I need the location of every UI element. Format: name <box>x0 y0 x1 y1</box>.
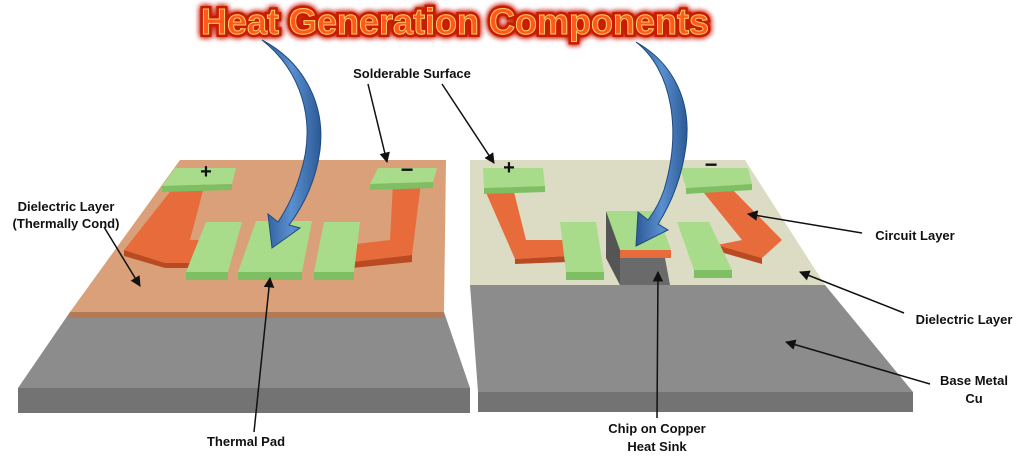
dielectric-layer-arrow <box>799 270 905 314</box>
label-chip-copper-line2: Heat Sink <box>627 439 687 454</box>
right-circuit-traces <box>484 188 782 264</box>
label-base-metal-line2: Cu <box>965 391 982 406</box>
callout-lines <box>103 83 931 433</box>
right-base-front <box>478 392 913 412</box>
right-plus-sign: + <box>503 157 515 179</box>
right-pads <box>483 168 752 280</box>
left-board: + − <box>18 157 470 413</box>
left-base-top <box>18 312 470 388</box>
label-dielectric-tc-line2: (Thermally Cond) <box>13 216 120 231</box>
circuit-layer-arrow <box>746 210 863 234</box>
right-board: + − <box>470 152 913 412</box>
heat-arrows <box>261 39 688 249</box>
left-minus-sign: − <box>401 157 414 182</box>
title-group: Heat Generation Components Heat Generati… <box>198 0 712 45</box>
left-pad-a <box>186 222 242 272</box>
left-circuit-traces <box>124 183 421 268</box>
right-base-top <box>470 285 913 392</box>
label-thermal-pad: Thermal Pad <box>207 434 285 449</box>
thermal-pad-arrow <box>253 276 275 433</box>
solderable-arrow-right <box>441 83 495 164</box>
left-pads <box>162 168 437 280</box>
labels: Solderable Surface Dielectric Layer (The… <box>13 66 1013 454</box>
label-circuit-layer: Circuit Layer <box>875 228 954 243</box>
dielectric-tc-arrow <box>103 226 141 287</box>
left-plus-sign: + <box>200 161 212 183</box>
chip-heat-sink-arrow <box>652 270 664 419</box>
right-heat-arrow-icon <box>635 41 688 247</box>
solderable-arrow-left <box>367 83 390 164</box>
page-title: Heat Generation Components <box>201 1 709 42</box>
left-base-front <box>18 388 470 413</box>
thermal-pad-shape <box>238 221 312 272</box>
left-pad-b <box>314 222 360 272</box>
label-solderable-surface: Solderable Surface <box>353 66 471 81</box>
label-chip-copper-line1: Chip on Copper <box>608 421 706 436</box>
label-dielectric-tc-line1: Dielectric Layer <box>18 199 115 214</box>
base-metal-arrow <box>784 339 931 385</box>
right-minus-sign: − <box>705 152 718 177</box>
label-base-metal-line1: Base Metal <box>940 373 1008 388</box>
left-dielectric-edge <box>68 312 444 318</box>
left-heat-arrow-icon <box>261 39 322 249</box>
title-glow: Heat Generation Components <box>201 1 709 42</box>
label-dielectric-layer: Dielectric Layer <box>916 312 1013 327</box>
